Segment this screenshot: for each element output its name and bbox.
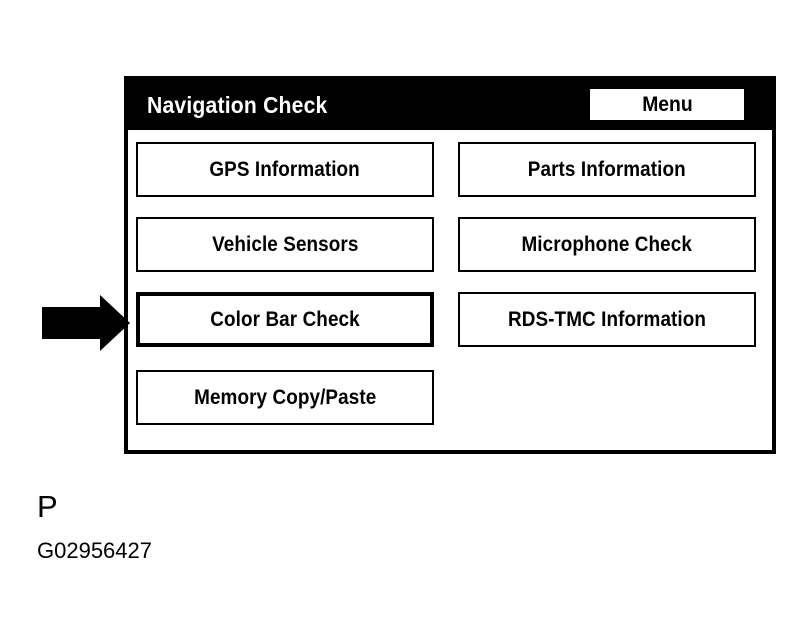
arrow-right-icon: [42, 295, 130, 351]
nav-button-memory-copy-paste[interactable]: Memory Copy/Paste: [136, 370, 434, 425]
nav-button-label: Parts Information: [527, 157, 687, 181]
nav-button-parts-information[interactable]: Parts Information: [458, 142, 756, 197]
nav-button-label: Vehicle Sensors: [211, 232, 359, 256]
figure-caption: P G02956427: [37, 490, 437, 564]
nav-button-label: RDS-TMC Information: [507, 307, 707, 331]
nav-button-microphone-check[interactable]: Microphone Check: [458, 217, 756, 272]
screen-title-bar: Navigation Check Menu: [128, 80, 772, 130]
nav-button-label: GPS Information: [209, 157, 361, 181]
menu-button-grid: GPS Information Parts Information Vehicl…: [128, 130, 772, 450]
nav-button-color-bar-check[interactable]: Color Bar Check: [136, 292, 434, 347]
figure-code: G02956427: [37, 538, 152, 563]
page-title: Navigation Check: [147, 91, 328, 118]
nav-button-vehicle-sensors[interactable]: Vehicle Sensors: [136, 217, 434, 272]
nav-button-label: Microphone Check: [521, 232, 693, 256]
navigation-check-screen: Navigation Check Menu GPS Information Pa…: [124, 76, 776, 454]
nav-button-label: Memory Copy/Paste: [193, 385, 377, 409]
nav-button-label: Color Bar Check: [210, 307, 360, 331]
menu-button[interactable]: Menu: [589, 88, 745, 121]
nav-button-rds-tmc-information[interactable]: RDS-TMC Information: [458, 292, 756, 347]
nav-button-gps-information[interactable]: GPS Information: [136, 142, 434, 197]
caption-letter: P: [37, 489, 58, 524]
menu-button-label: Menu: [641, 92, 693, 116]
